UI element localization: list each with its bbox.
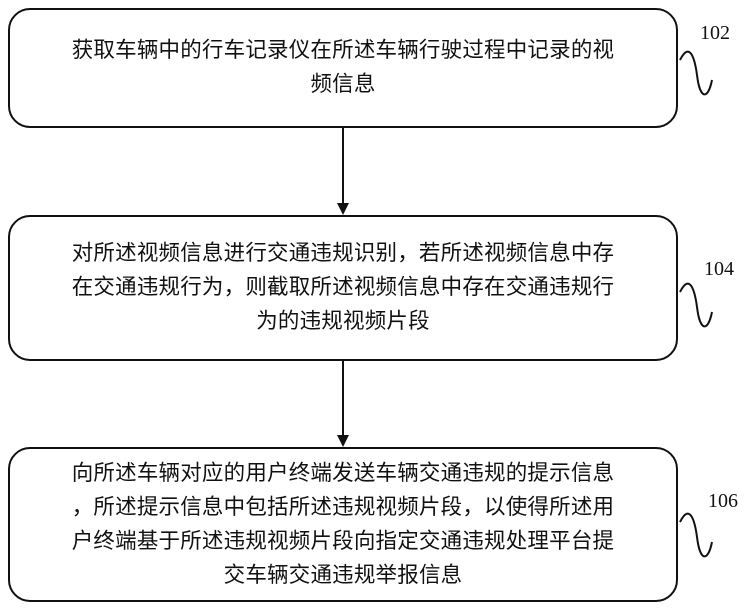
- squiggle-106: [679, 512, 713, 558]
- step-text: 为的违规视频片段: [256, 309, 430, 334]
- step-label-102: 102: [700, 22, 730, 44]
- arrowhead-1: [337, 203, 349, 215]
- step-text: ，所述提示信息中包括所述违规视频片段，以使得所述用: [71, 494, 615, 520]
- step-text: 向所述车辆对应的用户终端发送车辆交通违规的提示信息: [71, 460, 615, 486]
- step-text: 获取车辆中的行车记录仪在所述车辆行驶过程中记录的视: [71, 38, 615, 63]
- step-text: 频信息: [310, 72, 376, 97]
- step-text: 对所述视频信息进行交通违规识别，若所述视频信息中存: [71, 241, 615, 266]
- step-box-104: 对所述视频信息进行交通违规识别，若所述视频信息中存 在交通违规行为，则截取所述视…: [8, 215, 678, 361]
- squiggle-104: [679, 282, 713, 328]
- step-box-102: 获取车辆中的行车记录仪在所述车辆行驶过程中记录的视 频信息: [8, 8, 678, 128]
- arrowhead-2: [337, 435, 349, 447]
- step-label-104: 104: [704, 258, 734, 280]
- step-text: 户终端基于所述违规视频片段向指定交通违规处理平台提: [71, 528, 615, 554]
- step-text: 交车辆交通违规举报信息: [223, 562, 463, 588]
- squiggle-102: [679, 50, 713, 96]
- step-box-106: 向所述车辆对应的用户终端发送车辆交通违规的提示信息 ，所述提示信息中包括所述违规…: [8, 447, 678, 602]
- step-label-106: 106: [708, 490, 738, 512]
- step-text: 在交通违规行为，则截取所述视频信息中存在交通违规行: [71, 275, 615, 300]
